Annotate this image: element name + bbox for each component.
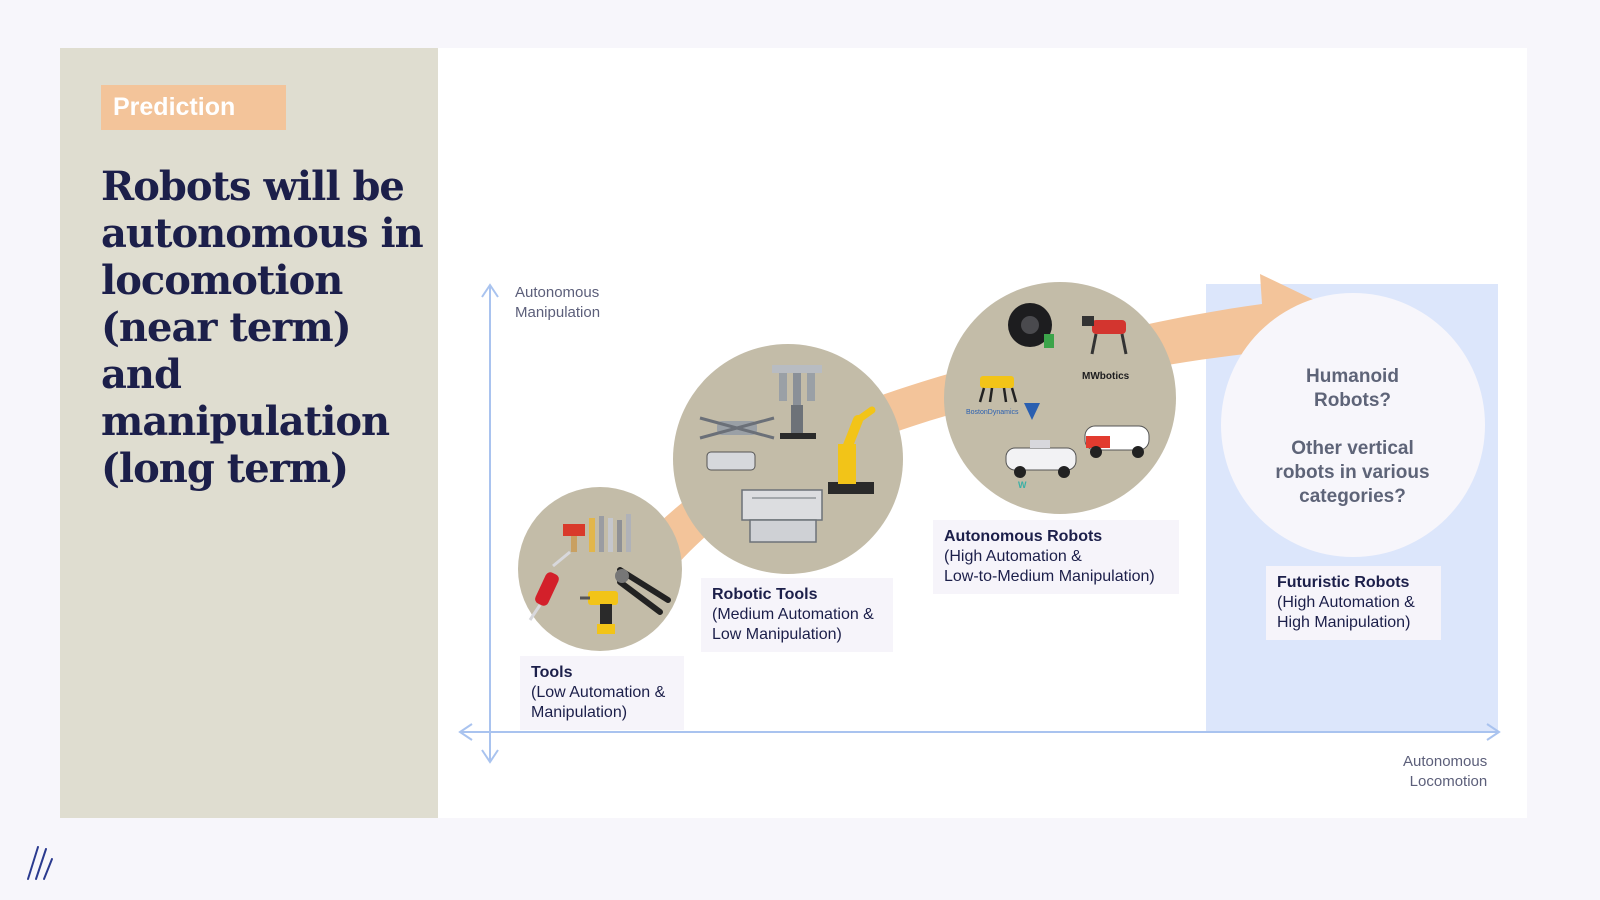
swiss-knife-icon [528, 550, 571, 621]
futuristic-robots-title: Futuristic Robots [1277, 574, 1410, 591]
futuristic-robots-subtitle: (High Automation & High Manipulation) [1277, 594, 1415, 631]
waymo-logo: W [1018, 480, 1027, 490]
self-driving-car-icon [1084, 425, 1150, 458]
autonomous-robots-circle: MWbotics BostonDynamics W [944, 282, 1176, 514]
y-axis [481, 283, 499, 764]
boston-dynamics-logo: BostonDynamics [966, 409, 1019, 416]
x-axis [458, 723, 1501, 741]
left-panel: Prediction Robots will be autonomous in … [60, 48, 438, 818]
lab-machine-icon [741, 489, 823, 543]
futuristic-robots-label: Futuristic Robots (High Automation & Hig… [1266, 566, 1441, 640]
mwbotics-logo: MWbotics [1082, 371, 1130, 382]
tools-circle [518, 487, 682, 651]
x-axis-label: Autonomous Locomotion [1403, 753, 1488, 790]
drone-icon [699, 416, 775, 471]
robot-dog-icon [1082, 316, 1128, 355]
tools-label: Tools (Low Automation & Manipulation) [520, 656, 684, 730]
robotic-tools-circle [673, 344, 903, 574]
prediction-badge: Prediction [101, 85, 286, 130]
autonomous-robots-subtitle: (High Automation & Low-to-Medium Manipul… [944, 548, 1155, 585]
autonomous-robots-label: Autonomous Robots (High Automation & Low… [933, 520, 1179, 594]
robot-vacuum-icon [1008, 303, 1054, 348]
surgical-robot-icon [772, 365, 822, 439]
future-circle-text: Humanoid Robots? Other vertical robots i… [1275, 366, 1430, 507]
quadruped-robot-icon [978, 376, 1018, 403]
drill-icon [580, 591, 618, 634]
pliers-icon [615, 567, 671, 615]
autonomous-robots-title: Autonomous Robots [944, 528, 1103, 545]
boston-dynamics-mark [1024, 403, 1040, 420]
company-logo-icon [27, 846, 53, 880]
robotic-tools-subtitle: (Medium Automation & Low Manipulation) [712, 606, 874, 643]
industrial-arm-icon [828, 406, 876, 494]
headline: Robots will be autonomous in locomotion … [101, 163, 424, 492]
robotic-tools-title: Robotic Tools [712, 586, 818, 603]
waymo-car-icon [1005, 440, 1077, 478]
progression-arrow [600, 274, 1360, 600]
tools-subtitle: (Low Automation & Manipulation) [531, 684, 666, 721]
tools-title: Tools [531, 664, 573, 681]
tools-icon [563, 514, 631, 552]
y-axis-label: Autonomous Manipulation [515, 284, 601, 321]
future-circle [1221, 293, 1485, 557]
robotic-tools-label: Robotic Tools (Medium Automation & Low M… [701, 578, 893, 652]
